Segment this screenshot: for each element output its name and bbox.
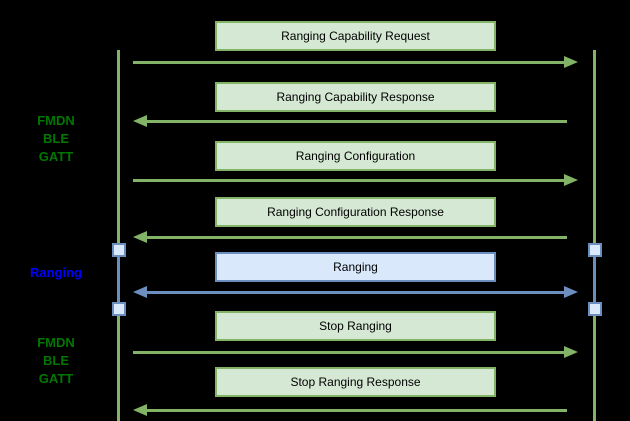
arrow-head-left-icon xyxy=(133,115,147,127)
lifeline-right-lower xyxy=(593,316,596,421)
arrow-shaft xyxy=(146,236,567,239)
lifeline-left-ranging-segment xyxy=(117,250,120,310)
label-line: GATT xyxy=(38,149,74,164)
message-box-ranging-configuration: Ranging Configuration xyxy=(215,141,496,171)
label-line: BLE xyxy=(43,131,69,146)
arrow-head-left-icon xyxy=(133,404,147,416)
arrow-shaft xyxy=(133,351,566,354)
activation-marker-left-bottom xyxy=(112,302,126,316)
message-box-ranging-configuration-response: Ranging Configuration Response xyxy=(215,197,496,227)
arrow-head-right-icon xyxy=(564,286,578,298)
message-box-ranging: Ranging xyxy=(215,252,496,282)
lifeline-right-upper xyxy=(593,50,596,243)
message-box-stop-ranging-response: Stop Ranging Response xyxy=(215,367,496,397)
arrow-head-right-icon xyxy=(564,346,578,358)
arrow-head-right-icon xyxy=(564,56,578,68)
label-line: FMDN xyxy=(37,113,75,128)
activation-marker-left-top xyxy=(112,243,126,257)
label-fmdn-ble-gatt-bottom: FMDN BLE GATT xyxy=(11,334,101,388)
lifeline-left-upper xyxy=(117,50,120,243)
arrow-shaft xyxy=(146,120,567,123)
arrow-head-right-icon xyxy=(564,174,578,186)
arrow-shaft xyxy=(133,61,566,64)
message-box-stop-ranging: Stop Ranging xyxy=(215,311,496,341)
lifeline-right-ranging-segment xyxy=(593,250,596,310)
activation-marker-right-top xyxy=(588,243,602,257)
arrow-shaft xyxy=(146,409,567,412)
message-box-ranging-capability-request: Ranging Capability Request xyxy=(215,21,496,51)
arrow-shaft xyxy=(146,291,565,294)
lifeline-left-lower xyxy=(117,316,120,421)
label-fmdn-ble-gatt-top: FMDN BLE GATT xyxy=(11,112,101,166)
activation-marker-right-bottom xyxy=(588,302,602,316)
message-box-ranging-capability-response: Ranging Capability Response xyxy=(215,82,496,112)
arrow-head-left-icon xyxy=(133,286,147,298)
arrow-head-left-icon xyxy=(133,231,147,243)
arrow-shaft xyxy=(133,179,566,182)
label-line: Ranging xyxy=(30,265,82,280)
label-line: BLE xyxy=(43,353,69,368)
label-ranging-phase: Ranging xyxy=(11,264,101,282)
label-line: FMDN xyxy=(37,335,75,350)
label-line: GATT xyxy=(38,371,74,386)
